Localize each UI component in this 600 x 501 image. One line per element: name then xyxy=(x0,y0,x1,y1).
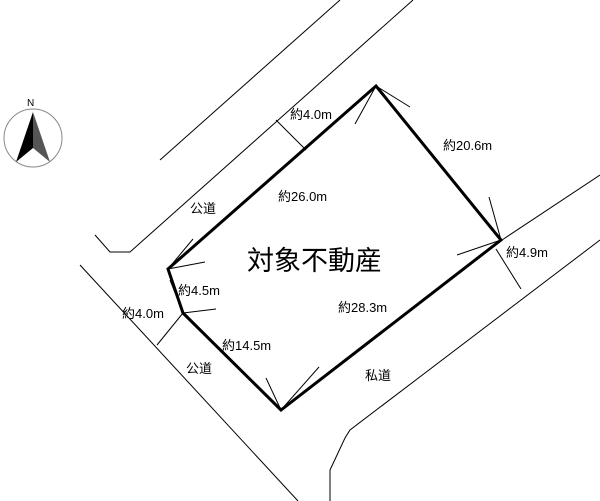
parcel-title: 対象不動産 xyxy=(247,246,382,277)
tick-ne-bottom xyxy=(488,196,502,241)
public-road-lower xyxy=(79,264,299,501)
road-edge-lower-far xyxy=(79,264,299,501)
private-road-edge-north-2 xyxy=(501,174,600,241)
north-compass: N xyxy=(3,98,63,168)
dim-side-ne: 約20.6m xyxy=(443,138,492,153)
tick-w-bottom xyxy=(169,279,184,314)
dim-side-w: 約4.5m xyxy=(178,283,220,298)
dim-road-width-upper: 約4.0m xyxy=(290,107,332,122)
tick-se-right xyxy=(456,239,502,256)
dim-side-nw: 約26.0m xyxy=(278,189,327,204)
road-edge-upper-far xyxy=(159,0,341,161)
dim-road-width-private: 約4.9m xyxy=(506,245,548,260)
public-road-upper xyxy=(94,0,414,253)
width-line-lower xyxy=(156,312,184,346)
private-road xyxy=(329,174,600,501)
dim-road-width-lower: 約4.0m xyxy=(122,306,164,321)
dim-side-se: 約28.3m xyxy=(338,300,387,315)
road-label-private: 私道 xyxy=(365,368,391,383)
width-line-upper xyxy=(275,119,307,151)
road-edge-upper-south xyxy=(94,0,414,253)
tick-ne-top xyxy=(375,85,411,108)
parcel-outline xyxy=(166,83,504,412)
width-line-private xyxy=(495,248,522,290)
tick-w-left xyxy=(167,238,194,270)
north-label: N xyxy=(27,98,34,109)
private-road-edge-south xyxy=(329,239,600,471)
dimension-marks xyxy=(156,85,522,411)
compass-ring xyxy=(3,108,63,168)
tick-sw-top xyxy=(182,308,217,314)
tick-se-left xyxy=(280,366,320,411)
compass-needle-right xyxy=(33,112,50,162)
road-label-public-upper: 公道 xyxy=(190,201,216,216)
dim-side-sw: 約14.5m xyxy=(222,338,271,353)
tick-sw-bottom xyxy=(265,377,282,411)
road-label-public-lower: 公道 xyxy=(186,361,212,376)
tick-nw-top xyxy=(354,85,377,125)
tick-w-top xyxy=(167,261,206,270)
compass-needle-left xyxy=(16,112,33,162)
